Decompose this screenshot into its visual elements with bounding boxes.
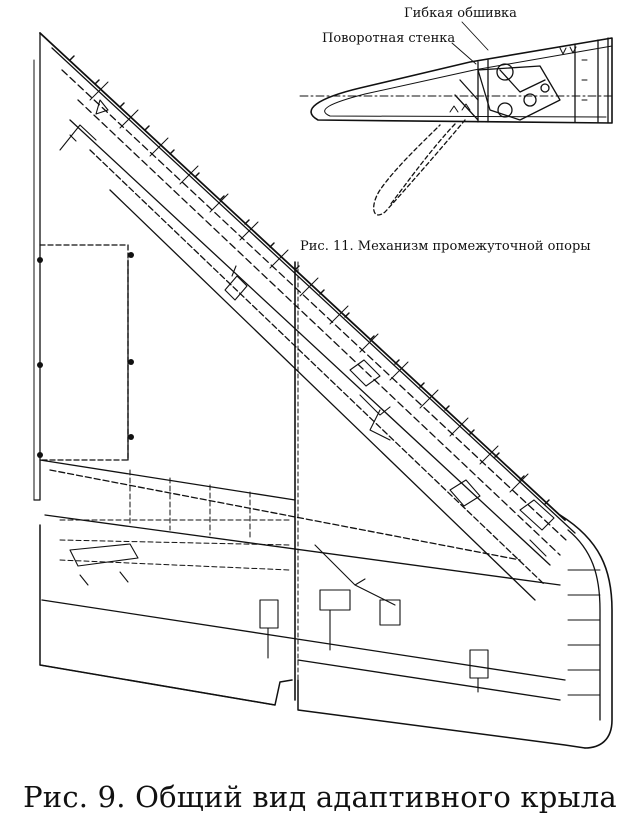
wing-planform (33, 32, 613, 749)
label-flexible-skin: Гибкая обшивка (404, 6, 517, 21)
label-rotating-wall: Поворотная стенка (322, 31, 456, 46)
adaptive-wing-drawing (33, 21, 613, 749)
fig11-airfoil-mechanism (299, 21, 613, 216)
figure-11-caption: Рис. 11. Механизм промежуточной опоры (300, 239, 591, 254)
figure-9-caption: Рис. 9. Общий вид адаптивного крыла (23, 780, 617, 814)
